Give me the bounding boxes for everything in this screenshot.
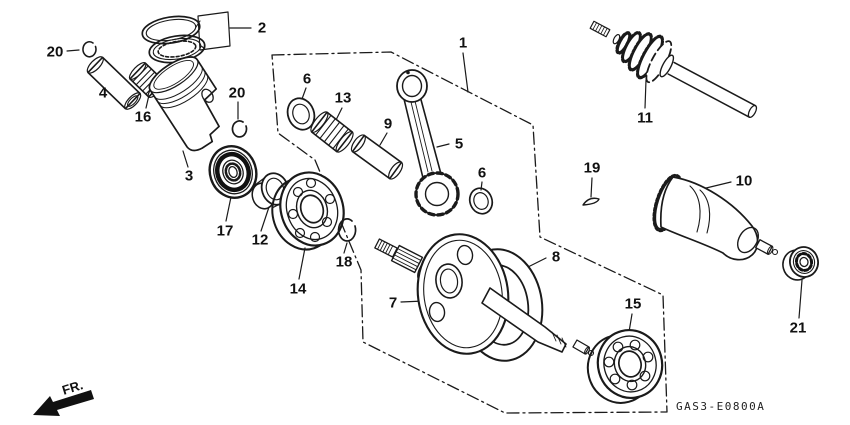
fr-arrow xyxy=(33,390,94,416)
callout-part-6-left: 6 xyxy=(302,70,312,88)
callout-part-8: 8 xyxy=(551,248,561,266)
gear-shaft-art xyxy=(589,20,758,119)
callout-part-15: 15 xyxy=(624,295,642,313)
callout-part-16: 16 xyxy=(134,108,152,126)
rod-needle-bearing-art xyxy=(310,111,354,153)
callout-part-13: 13 xyxy=(334,89,352,107)
ball-bearing-right-art xyxy=(586,329,664,404)
callout-part-3: 3 xyxy=(184,167,194,185)
thrust-washer-right-art xyxy=(468,187,494,215)
piston-pin-clip-left-art xyxy=(82,41,97,58)
woodruff-key-art xyxy=(582,197,600,206)
piston-pin-clip-right-art xyxy=(231,120,248,138)
oil-seal-art xyxy=(208,145,258,199)
piston-art xyxy=(148,56,220,152)
crank-pin-art xyxy=(350,134,404,180)
callout-part-10: 10 xyxy=(735,172,753,190)
crankshaft-art xyxy=(374,233,595,362)
callout-part-11: 11 xyxy=(637,109,653,127)
callout-part-7: 7 xyxy=(388,294,398,312)
callout-part-4: 4 xyxy=(98,84,108,102)
connecting-rod-art xyxy=(396,69,460,217)
ball-bearing-left-art xyxy=(271,171,345,251)
callout-part-20-right: 20 xyxy=(228,84,246,102)
diagram-code: GAS3-E0800A xyxy=(676,400,766,413)
leader-lines xyxy=(66,27,803,339)
callout-part-12: 12 xyxy=(251,231,269,249)
piston-pin-art xyxy=(86,56,142,110)
thrust-washer-left-art xyxy=(286,97,316,131)
callout-part-2: 2 xyxy=(257,19,267,37)
balancer-bearing-art xyxy=(782,246,819,281)
callout-part-1: 1 xyxy=(458,34,468,52)
callout-part-5: 5 xyxy=(454,135,464,153)
callout-part-9: 9 xyxy=(383,115,393,133)
bearing-circlip-art xyxy=(337,218,357,242)
callout-part-18: 18 xyxy=(335,253,353,271)
callout-part-14: 14 xyxy=(289,280,307,298)
callout-part-20-left: 20 xyxy=(46,43,64,61)
callout-part-19: 19 xyxy=(583,159,601,177)
callout-part-21: 21 xyxy=(789,319,807,337)
assembly-outline xyxy=(271,51,668,414)
balancer-art xyxy=(652,173,779,261)
callout-part-6-right: 6 xyxy=(477,164,487,182)
callout-part-17: 17 xyxy=(216,222,234,240)
